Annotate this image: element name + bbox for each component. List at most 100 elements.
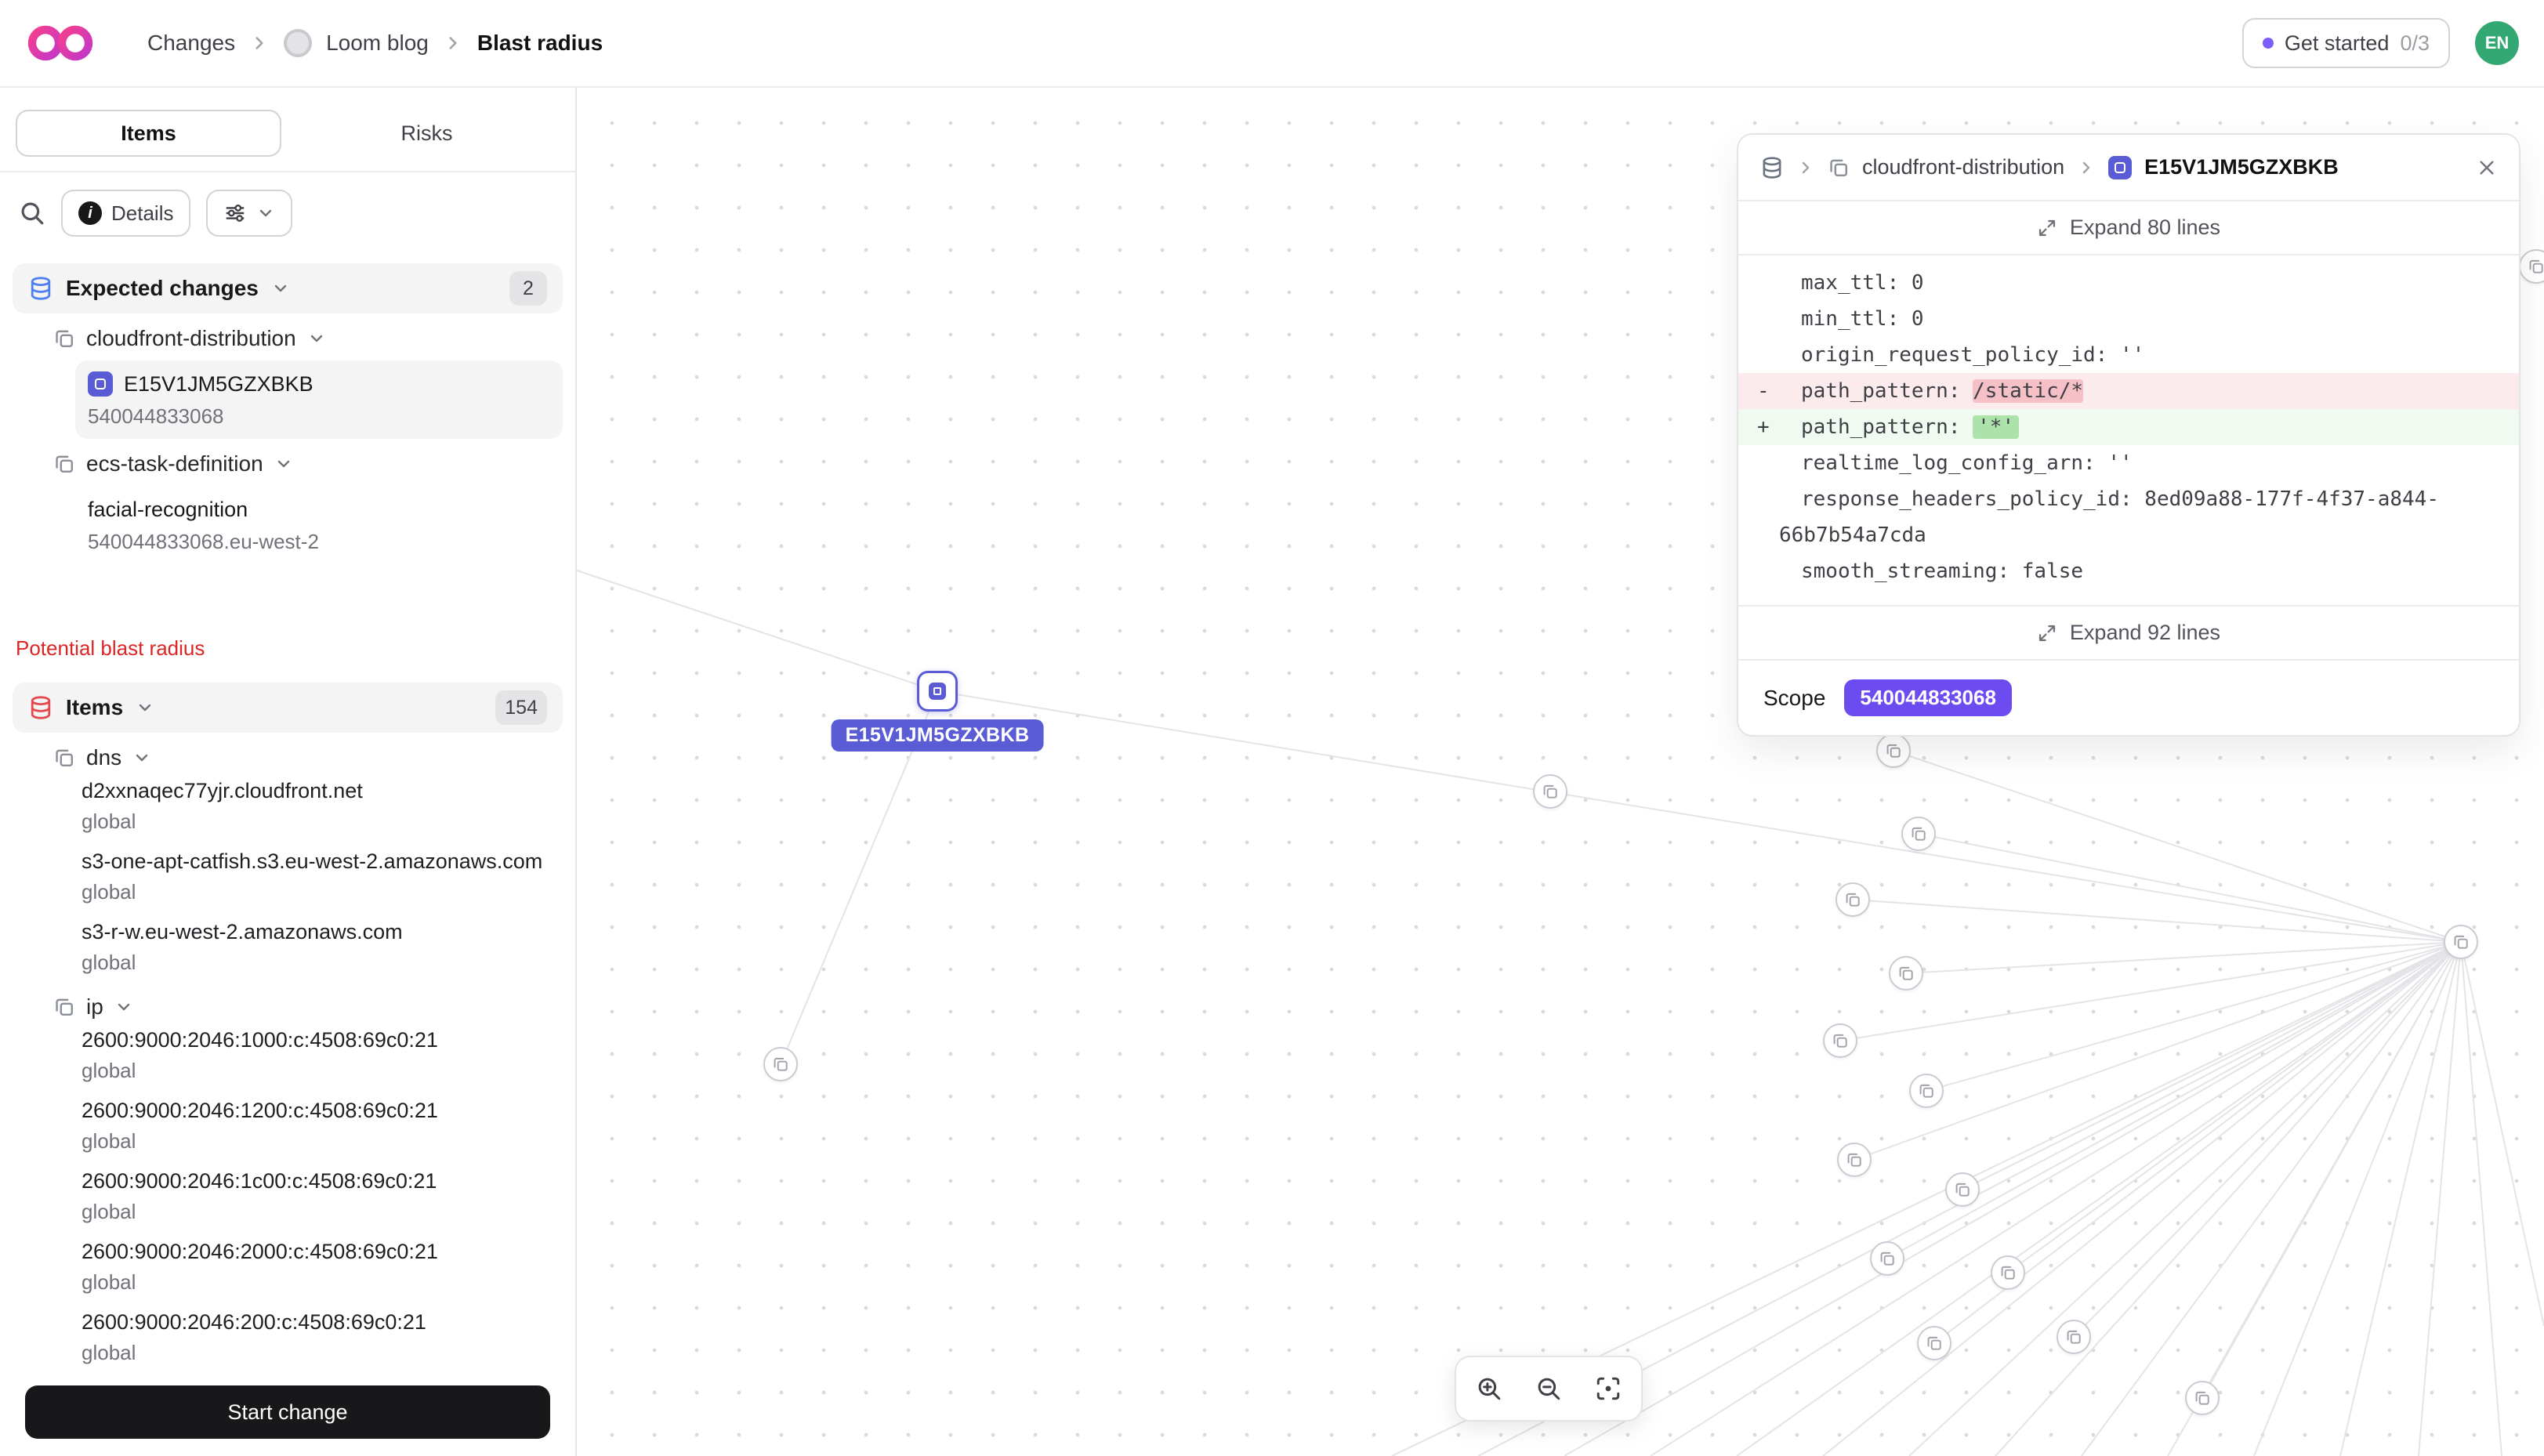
item-name: s3-r-w.eu-west-2.amazonaws.com: [82, 920, 403, 944]
user-avatar[interactable]: EN: [2475, 21, 2519, 65]
resource-scope: 540044833068.eu-west-2: [88, 530, 319, 553]
graph-node[interactable]: [2057, 1320, 2091, 1354]
overmind-logo[interactable]: [25, 23, 107, 63]
search-button[interactable]: [19, 200, 45, 226]
close-panel-button[interactable]: [2477, 158, 2497, 178]
chevron-down-icon: [136, 698, 154, 717]
diff-removed-line: -path_pattern: /static/*: [1738, 373, 2519, 409]
resource-icon: [2108, 155, 2133, 179]
sliders-icon: [223, 201, 247, 225]
breadcrumb-changes[interactable]: Changes: [147, 31, 236, 55]
expected-item[interactable]: facial-recognition 540044833068.eu-west-…: [75, 486, 563, 564]
zoom-out-button[interactable]: [1520, 1362, 1577, 1415]
zoom-in-icon: [1476, 1375, 1502, 1402]
expand-lines-top-button[interactable]: Expand 80 lines: [1738, 201, 2519, 255]
group-cloudfront-distribution[interactable]: cloudfront-distribution: [0, 320, 575, 357]
zoom-in-button[interactable]: [1461, 1362, 1517, 1415]
start-change-button[interactable]: Start change: [25, 1385, 550, 1439]
item-name: 2600:9000:2046:1000:c:4508:69c0:21: [82, 1028, 438, 1052]
sidebar-toolbar: i Details: [0, 172, 575, 254]
breadcrumb: Changes Loom blog Blast radius: [147, 29, 603, 57]
graph-node[interactable]: [1870, 1241, 1904, 1276]
code-line: min_ttl: 0: [1801, 307, 1924, 331]
panel-breadcrumb: cloudfront-distribution E15V1JM5GZXBKB: [1738, 135, 2519, 201]
blast-radius-canvas[interactable]: E15V1JM5GZXBKB cloudfront-distribution E…: [577, 88, 2544, 1456]
graph-node[interactable]: [1823, 1023, 1857, 1058]
chevron-down-icon: [271, 279, 290, 298]
item-name: d2xxnaqec77yjr.cloudfront.net: [82, 779, 363, 802]
list-item[interactable]: s3-one-apt-catfish.s3.eu-west-2.amazonaw…: [82, 847, 560, 905]
details-button[interactable]: i Details: [61, 190, 191, 237]
expected-changes-header[interactable]: Expected changes 2: [13, 263, 563, 313]
resource-name: facial-recognition: [88, 498, 248, 521]
graph-node[interactable]: [1909, 1074, 1944, 1108]
list-item[interactable]: 2600:9000:2046:200:c:4508:69c0:21 global: [82, 1308, 560, 1366]
get-started-button[interactable]: Get started 0/3: [2241, 18, 2450, 68]
section-title: Expected changes: [66, 276, 259, 300]
group-ecs-task-definition[interactable]: ecs-task-definition: [0, 445, 575, 483]
graph-node[interactable]: [1917, 1326, 1951, 1360]
list-item[interactable]: s3-r-w.eu-west-2.amazonaws.com global: [82, 918, 560, 976]
graph-node[interactable]: [1945, 1172, 1980, 1207]
graph-node[interactable]: [1901, 817, 1936, 851]
graph-node[interactable]: [1876, 733, 1911, 768]
scope-label: Scope: [1763, 685, 1826, 710]
list-item[interactable]: 2600:9000:2046:1000:c:4508:69c0:21 globa…: [82, 1026, 560, 1084]
expand-icon: [2037, 218, 2057, 238]
graph-node[interactable]: [2185, 1381, 2220, 1415]
list-item[interactable]: 2600:9000:2046:1c00:c:4508:69c0:21 globa…: [82, 1167, 560, 1225]
resource-type-icon: [1828, 157, 1850, 179]
group-label: ecs-task-definition: [86, 451, 263, 476]
graph-node-hub[interactable]: [2444, 925, 2478, 959]
database-icon: [28, 276, 53, 301]
filter-settings-button[interactable]: [206, 190, 293, 237]
resource-icon: [929, 683, 946, 700]
selected-graph-node[interactable]: [917, 671, 958, 712]
chevron-right-icon: [1796, 158, 1815, 177]
selected-node-label[interactable]: E15V1JM5GZXBKB: [831, 719, 1044, 752]
diff-code-block: max_ttl: 0 min_ttl: 0 origin_request_pol…: [1738, 255, 2519, 605]
expand-top-label: Expand 80 lines: [2069, 216, 2221, 239]
panel-type-crumb[interactable]: cloudfront-distribution: [1862, 155, 2065, 179]
chevron-right-icon: [249, 33, 270, 53]
graph-node[interactable]: [763, 1047, 798, 1081]
graph-node[interactable]: [1991, 1255, 2025, 1290]
group-dns[interactable]: dns: [0, 739, 575, 777]
item-scope: global: [82, 1341, 136, 1364]
fit-view-button[interactable]: [1580, 1362, 1636, 1415]
diff-added-line: +path_pattern: '*': [1738, 409, 2519, 445]
item-scope: global: [82, 809, 136, 833]
database-icon: [28, 695, 53, 720]
group-ip[interactable]: ip: [0, 988, 575, 1026]
items-section-header[interactable]: Items 154: [13, 683, 563, 733]
diff-minus-sign: -: [1757, 379, 1770, 403]
search-icon: [19, 200, 45, 226]
chevron-down-icon: [307, 329, 326, 348]
scope-badge[interactable]: 540044833068: [1844, 679, 2012, 716]
graph-node[interactable]: [1533, 774, 1567, 809]
graph-node[interactable]: [1836, 882, 1870, 917]
tab-items[interactable]: Items: [16, 110, 281, 157]
code-line: realtime_log_config_arn: '': [1801, 451, 2133, 475]
list-item[interactable]: 2600:9000:2046:1200:c:4508:69c0:21 globa…: [82, 1096, 560, 1154]
breadcrumb-project[interactable]: Loom blog: [326, 31, 429, 55]
code-line: origin_request_policy_id: '': [1801, 343, 2145, 367]
chevron-down-icon: [256, 204, 275, 223]
sidebar-footer: Start change: [0, 1368, 575, 1456]
item-scope: global: [82, 1200, 136, 1223]
resource-icon: [88, 371, 113, 397]
expand-lines-bottom-button[interactable]: Expand 92 lines: [1738, 605, 2519, 661]
list-item[interactable]: 2600:9000:2046:2000:c:4508:69c0:21 globa…: [82, 1237, 560, 1295]
tab-risks[interactable]: Risks: [294, 110, 560, 157]
close-icon: [2477, 158, 2497, 178]
list-item[interactable]: d2xxnaqec77yjr.cloudfront.net global: [82, 777, 560, 835]
code-line: smooth_streaming: false: [1801, 560, 2084, 583]
chevron-down-icon: [114, 998, 133, 1016]
details-label: Details: [111, 201, 174, 225]
sidebar-tabs: Items Risks: [0, 88, 575, 172]
graph-node[interactable]: [1889, 956, 1923, 991]
graph-node[interactable]: [1837, 1143, 1872, 1177]
expected-item-selected[interactable]: E15V1JM5GZXBKB 540044833068: [75, 360, 563, 439]
expand-bottom-label: Expand 92 lines: [2069, 621, 2221, 644]
